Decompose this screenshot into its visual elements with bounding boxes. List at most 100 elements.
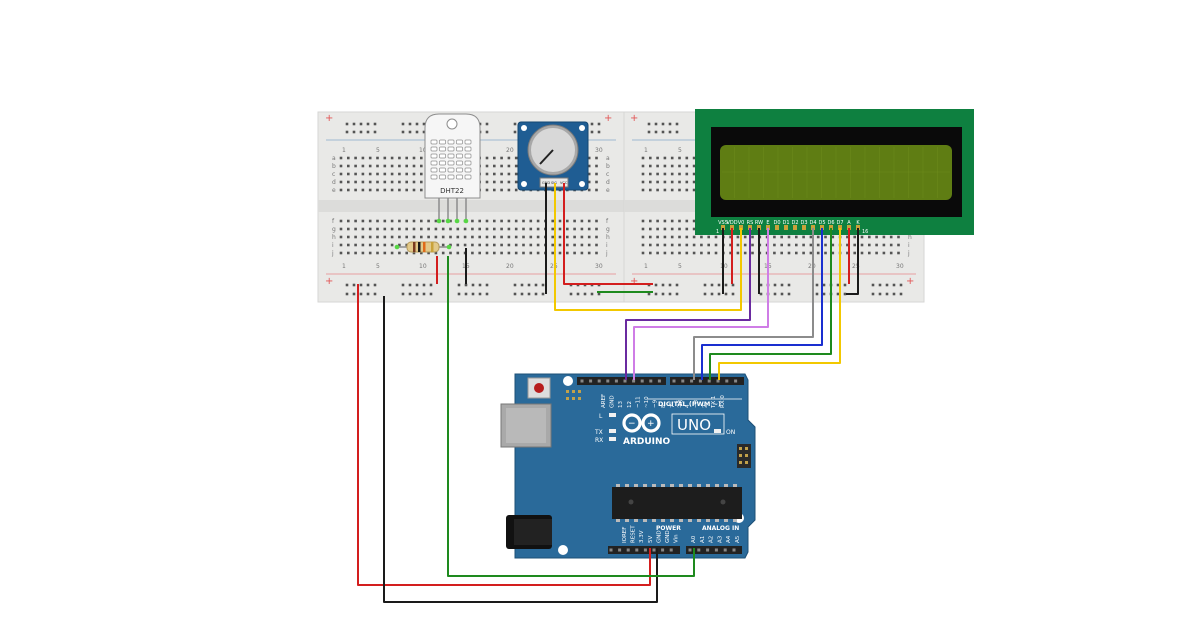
chip-pin	[724, 484, 728, 487]
dht22-label: DHT22	[440, 187, 464, 195]
chip-pin	[652, 484, 656, 487]
svg-text:+: +	[647, 419, 655, 429]
rail-hole	[675, 122, 679, 126]
bb-hole	[412, 188, 416, 192]
bb-hole	[500, 164, 503, 168]
bb-hole	[780, 235, 783, 239]
bb-hole	[649, 251, 652, 255]
wire-d4-d5	[693, 228, 814, 380]
dht-grill-slot	[447, 174, 455, 180]
bb-hole	[485, 235, 489, 239]
wire-lcd-k	[846, 228, 859, 295]
rail-hole	[471, 283, 475, 287]
bb-hole	[449, 235, 452, 239]
header-hole	[706, 548, 710, 552]
bb-hole	[678, 156, 681, 160]
bb-hole	[405, 188, 408, 192]
bb-hole	[420, 156, 423, 160]
bb-hole	[882, 251, 886, 255]
bb-hole	[493, 188, 496, 192]
bb-hole	[656, 243, 659, 247]
bb-hole	[405, 251, 408, 255]
bb-hole	[420, 251, 423, 255]
bb-hole	[595, 156, 598, 160]
bb-hole	[485, 251, 489, 255]
wire-a0-green	[447, 256, 695, 577]
row-letter-e2: e	[606, 187, 610, 194]
bb-hole	[339, 219, 343, 223]
bb-hole	[449, 219, 452, 223]
col-num-r1: 1	[644, 147, 648, 154]
bb-hole	[471, 251, 474, 255]
rail-hole	[401, 130, 405, 134]
rail-hole	[590, 292, 594, 296]
dht-grill-slot	[430, 160, 438, 166]
dht-grill-slot	[447, 153, 455, 159]
rail-hole	[345, 283, 349, 287]
rail-hole	[513, 122, 517, 126]
bb-hole	[889, 251, 893, 255]
digital-pin-label: ~9	[653, 399, 659, 408]
rail-hole	[401, 283, 405, 287]
lcd-pin-label: D7	[836, 220, 843, 226]
chip-pin	[634, 484, 638, 487]
bb-hole	[529, 227, 533, 231]
header-hole	[723, 548, 727, 552]
wire-rs-d12	[625, 228, 751, 380]
rail-hole	[590, 130, 594, 134]
bb-hole	[347, 227, 350, 231]
rail-hole	[885, 292, 889, 296]
rail-hole	[359, 292, 363, 296]
bb-hole	[361, 235, 365, 239]
analog-pin-label: A4	[726, 535, 732, 543]
bb-hole	[736, 235, 740, 239]
bb-hole	[441, 243, 445, 247]
bb-hole	[714, 235, 718, 239]
bb-hole	[493, 227, 496, 231]
rail-hole	[471, 292, 475, 296]
dht-grill-slot	[430, 139, 438, 145]
col-num-25b: 25	[550, 263, 558, 270]
bb-hole	[809, 251, 813, 255]
bb-hole	[670, 219, 674, 223]
col-num-r5: 5	[678, 147, 682, 154]
bb-hole	[649, 164, 652, 168]
bb-hole	[641, 243, 645, 247]
bb-hole	[354, 164, 357, 168]
bb-hole	[551, 227, 554, 231]
dht-grill-slot	[456, 167, 463, 173]
bb-hole	[580, 243, 584, 247]
bb-hole	[780, 243, 783, 247]
bb-hole	[551, 235, 554, 239]
bb-hole	[339, 235, 343, 239]
rail-hole	[345, 130, 349, 134]
bb-hole	[670, 156, 674, 160]
header-hole	[614, 379, 618, 383]
row-letter-h: h	[332, 234, 336, 241]
chip-pin	[706, 519, 710, 522]
dht-grill-slot	[456, 146, 463, 152]
bb-hole	[860, 235, 864, 239]
bb-hole	[434, 227, 438, 231]
bb-hole	[692, 180, 696, 184]
bb-hole	[449, 227, 452, 231]
lcd-pin-label: V0	[738, 220, 745, 226]
row-letter-j3: j	[907, 250, 910, 257]
col-num-20: 20	[506, 147, 514, 154]
rail-hole	[415, 292, 419, 296]
chip-pin	[688, 519, 692, 522]
led-l-label: L	[599, 413, 603, 420]
bb-hole	[376, 219, 379, 223]
bb-hole	[536, 251, 540, 255]
bb-hole	[595, 180, 598, 184]
bb-hole	[398, 180, 401, 184]
digital-pin-label: 12	[627, 401, 633, 408]
lcd-pin-label: D6	[827, 220, 834, 226]
rail-hole	[836, 283, 840, 287]
lcd-pin	[793, 225, 797, 230]
bb-hole	[383, 251, 387, 255]
bb-hole	[656, 188, 659, 192]
bb-hole	[347, 219, 350, 223]
rail-hole	[422, 283, 426, 287]
rail-hole	[541, 292, 545, 296]
